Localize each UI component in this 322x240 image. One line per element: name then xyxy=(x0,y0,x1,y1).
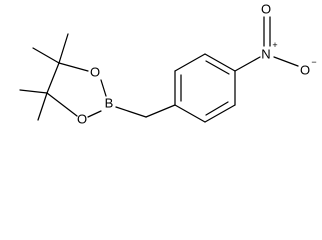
nitro-nitrogen-label: N xyxy=(261,47,270,62)
ring-oxygen-top-label: O xyxy=(90,65,100,80)
bond-aryl-5 xyxy=(204,104,236,123)
bond-aryl-2 xyxy=(174,53,206,72)
bond-ch2-aryl xyxy=(145,104,176,118)
bond-aryl-n xyxy=(234,56,261,72)
ring-oxygen-bottom-label: O xyxy=(77,112,87,127)
bond-n-o-right xyxy=(273,56,299,67)
oxygen-charge-label: − xyxy=(311,57,316,67)
bond-methyl-4 xyxy=(37,92,48,121)
bond-ring-c-o-top xyxy=(58,62,89,72)
bond-aryl-6 xyxy=(174,104,206,123)
bond-methyl-2 xyxy=(58,33,69,64)
boron-label: B xyxy=(105,96,114,111)
bond-b-ch2 xyxy=(115,106,147,118)
bonds xyxy=(19,16,299,123)
bond-methyl-3 xyxy=(19,89,48,94)
atom-labels: O B O N + O O − xyxy=(77,2,317,127)
nitro-oxygen-right-label: O xyxy=(300,63,310,78)
bond-methyl-1 xyxy=(32,47,60,64)
bond-aryl-double-3 xyxy=(205,101,229,116)
bond-ring-b-o-bottom xyxy=(87,110,102,118)
chemical-structure: O B O N + O O − xyxy=(19,2,317,127)
nitro-oxygen-top-label: O xyxy=(261,2,271,17)
nitrogen-charge-label: + xyxy=(272,40,277,50)
bond-ring-o-c-bottom xyxy=(46,92,78,117)
bond-aryl-3 xyxy=(204,53,236,72)
bond-aryl-double-2 xyxy=(205,60,230,75)
bond-ring-o-b-top xyxy=(100,79,107,97)
bond-ring-c-c xyxy=(46,62,60,94)
